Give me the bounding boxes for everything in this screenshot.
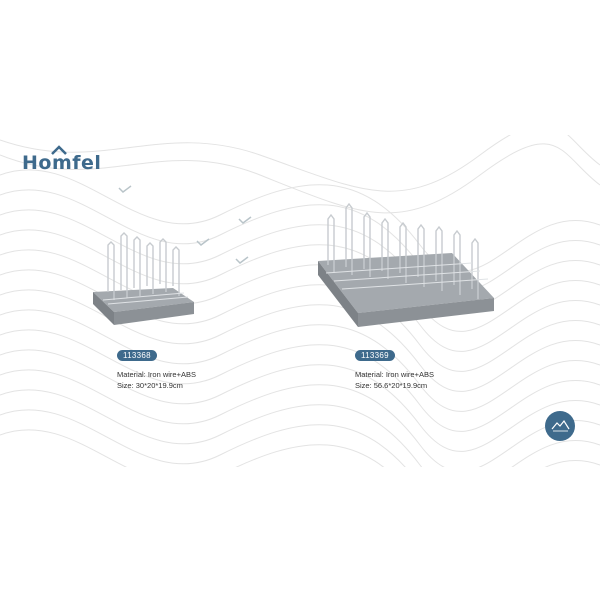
product-card-113368: 113368 Material: Iron wire+ABS Size: 30*… (117, 345, 196, 391)
checkmark-bird-icon (238, 216, 252, 224)
product-size: Size: 56.6*20*19.9cm (355, 381, 428, 390)
product-card-113369: 113369 Material: Iron wire+ABS Size: 56.… (355, 345, 434, 391)
product-code-badge: 113369 (355, 350, 395, 361)
checkmark-bird-icon (235, 256, 249, 264)
product-size: Size: 30*20*19.9cm (117, 381, 183, 390)
product-image-large-rack (318, 203, 494, 327)
product-code-badge: 113368 (117, 350, 157, 361)
checkmark-bird-icon (196, 238, 210, 246)
product-image-small-rack (93, 232, 194, 325)
mountain-badge-icon (545, 411, 575, 441)
brand-logo: Homfel (22, 145, 102, 174)
brand-name: Homfel (22, 152, 102, 174)
house-roof-icon (51, 145, 67, 155)
product-material: Material: Iron wire+ABS (355, 370, 434, 379)
product-material: Material: Iron wire+ABS (117, 370, 196, 379)
checkmark-bird-icon (118, 185, 132, 193)
